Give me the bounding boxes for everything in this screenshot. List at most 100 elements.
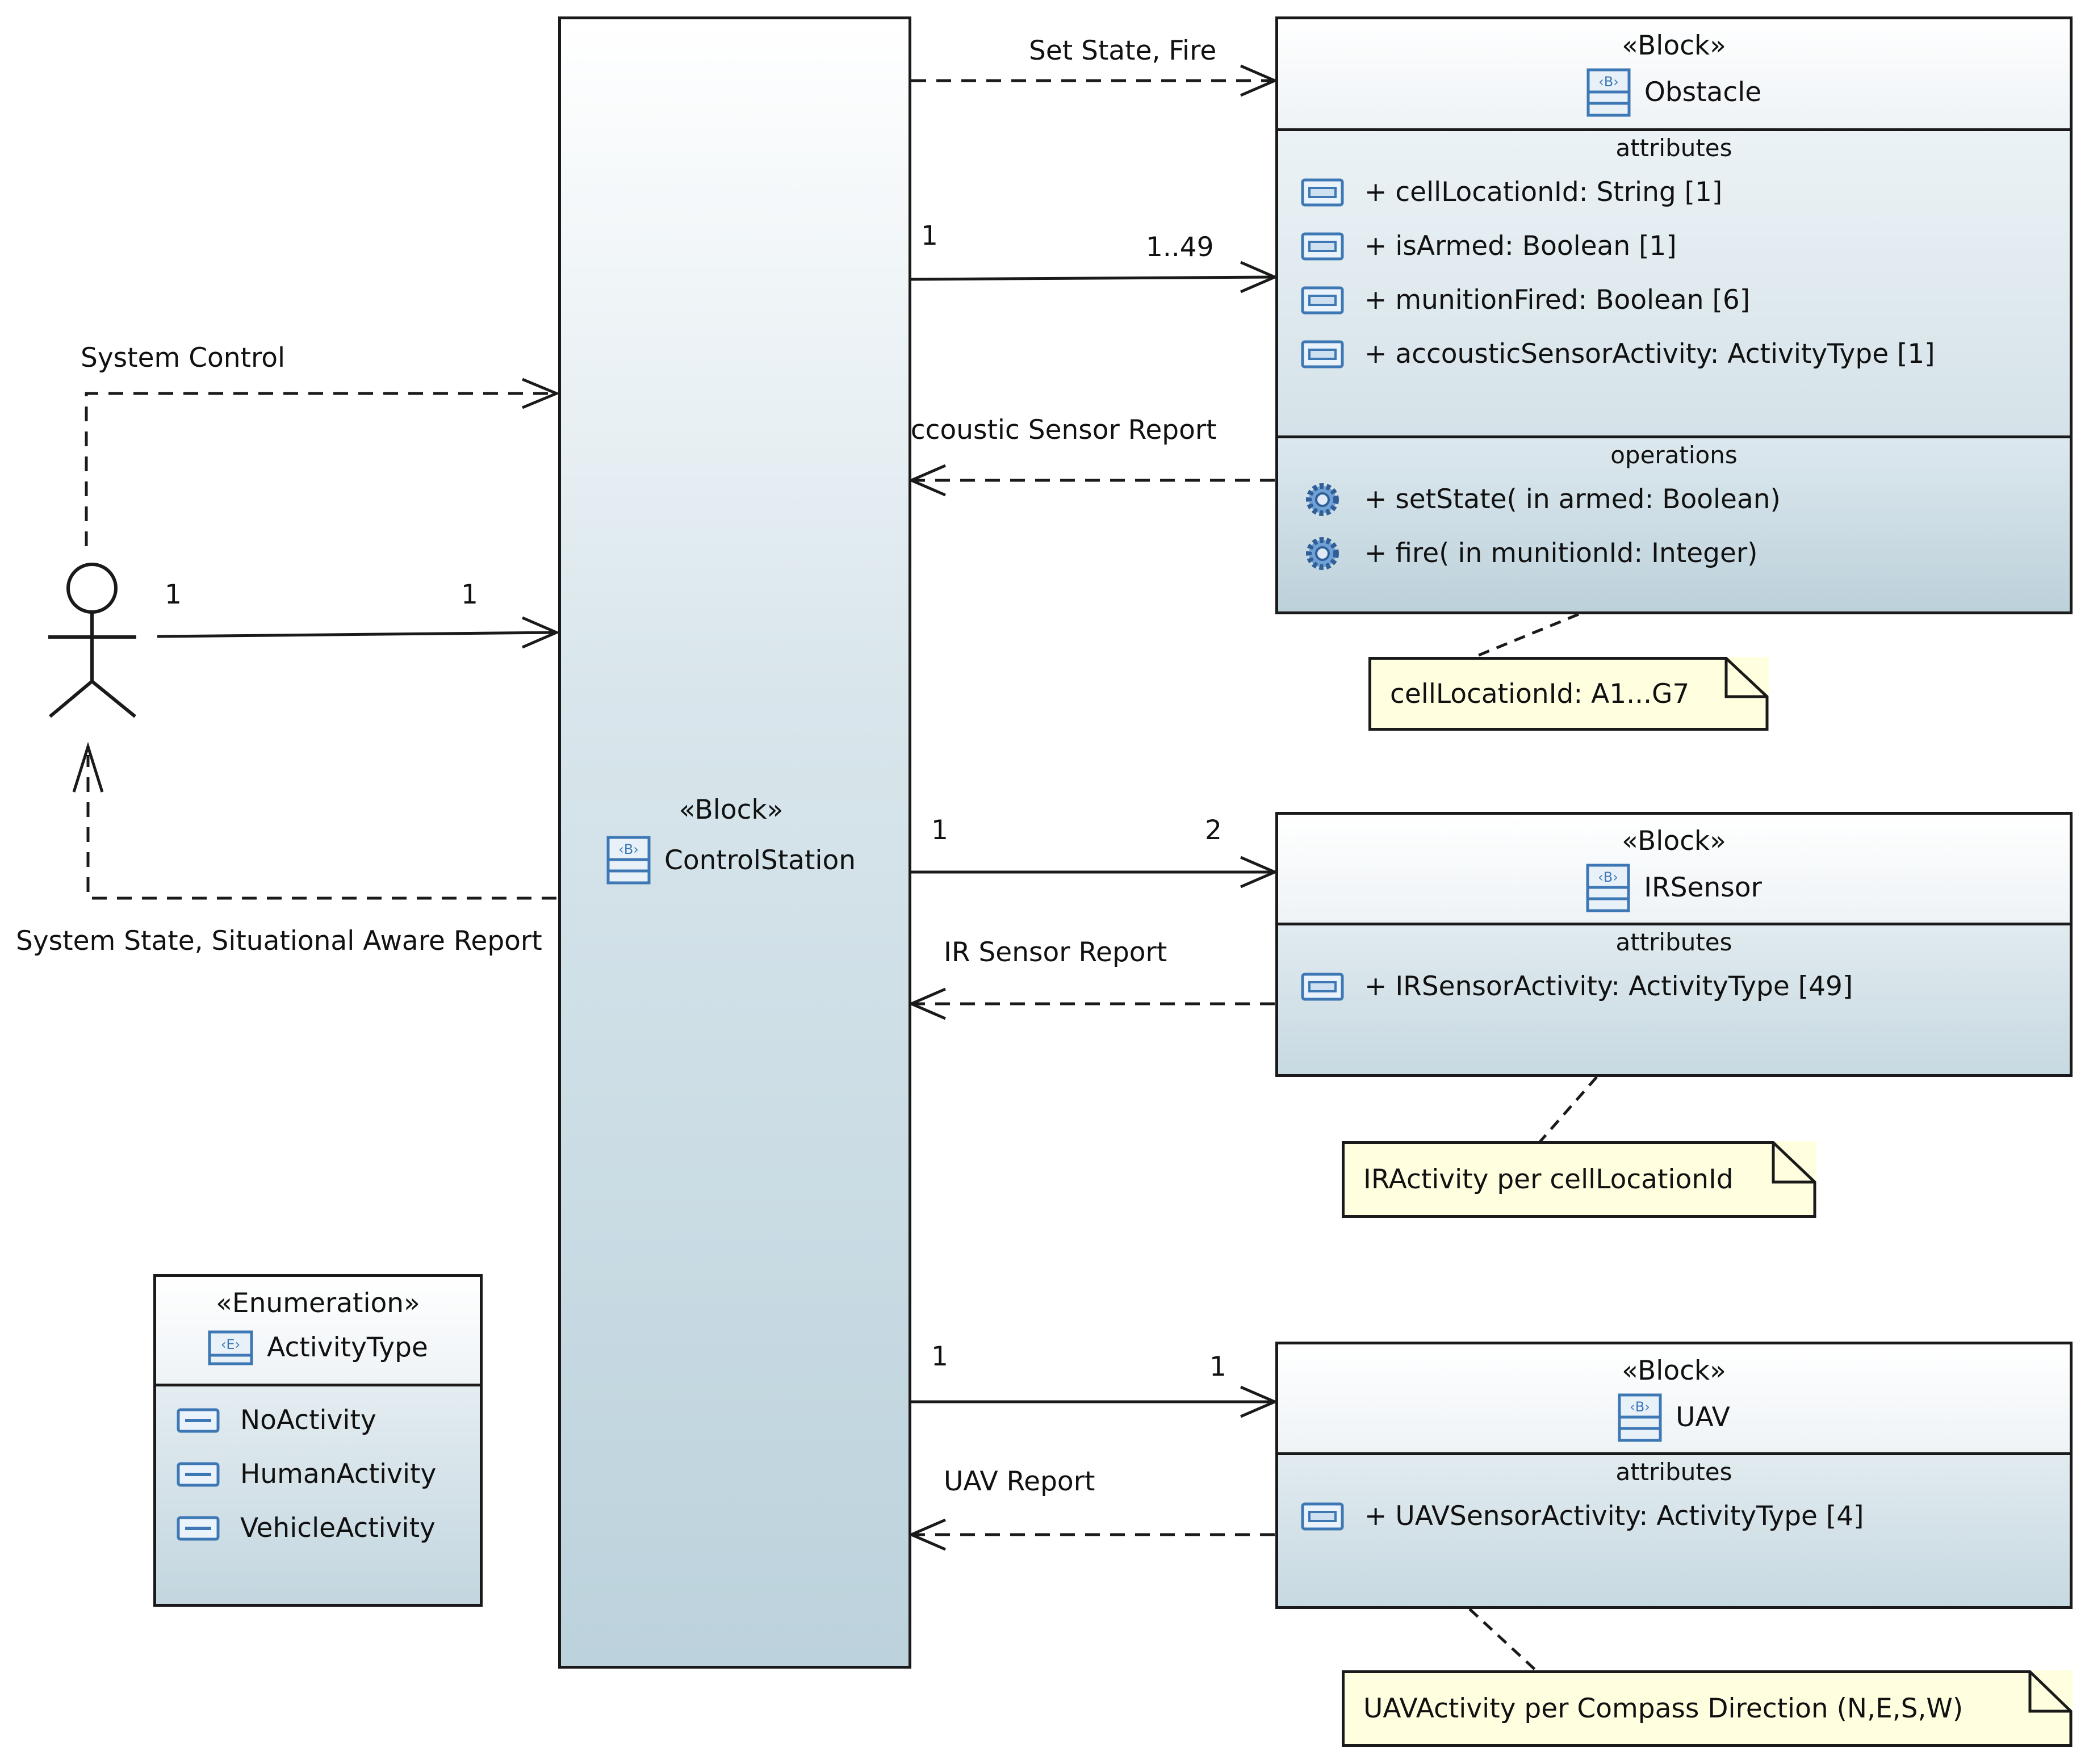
enum-literal-row[interactable]: VehicleActivity: [156, 1501, 480, 1555]
system-state-dependency: [86, 755, 556, 900]
irsensor-block[interactable]: «Block» ‹B› IRSensor attributes + IRSens…: [1275, 812, 2073, 1077]
svg-text:‹E›: ‹E›: [221, 1336, 240, 1352]
operation-text: + setState( in armed: Boolean): [1364, 484, 1781, 515]
obstacle-note-text: cellLocationId: A1...G7: [1390, 678, 1690, 710]
block-icon: ‹B›: [1586, 864, 1630, 912]
set-state-fire-label: Set State, Fire: [1029, 35, 1217, 66]
enum-literal-row[interactable]: NoActivity: [156, 1393, 480, 1447]
svg-text:‹B›: ‹B›: [1598, 869, 1618, 885]
obstacle-header: «Block» ‹B› Obstacle: [1278, 19, 2070, 131]
ir-report-label: IR Sensor Report: [944, 937, 1167, 968]
irsensor-stereotype: «Block»: [1622, 826, 1726, 857]
note-shape: [1368, 657, 1769, 731]
enum-literal-icon: [177, 1408, 220, 1432]
block-icon: ‹B›: [1618, 1393, 1662, 1442]
obstacle-multiplicity-source: 1: [921, 220, 938, 252]
actor-multiplicity-source: 1: [165, 579, 182, 610]
irsensor-association-arrowhead: [1240, 856, 1279, 889]
svg-text:‹B›: ‹B›: [1598, 74, 1619, 90]
block-icon: ‹B›: [606, 836, 651, 885]
actor-multiplicity-target: 1: [461, 579, 478, 610]
activity-type-literals: NoActivity HumanActivity VehicleActivity: [156, 1386, 480, 1555]
uav-block[interactable]: «Block» ‹B› UAV attributes + UAVSensorAc…: [1275, 1342, 2073, 1609]
operation-text: + fire( in munitionId: Integer): [1364, 538, 1758, 569]
system-control-label: System Control: [81, 342, 286, 374]
system-control-dependency: [85, 392, 556, 546]
enum-literal-icon: [177, 1516, 220, 1540]
activity-type-stereotype: «Enumeration»: [216, 1288, 420, 1319]
irsensor-multiplicity-source: 1: [931, 815, 948, 846]
uav-multiplicity-source: 1: [931, 1341, 948, 1372]
obstacle-association-arrowhead: [1240, 261, 1279, 294]
uav-multiplicity-target: 1: [1209, 1351, 1226, 1382]
control-station-block[interactable]: «Block» ‹B› ControlStation: [558, 16, 911, 1669]
uav-report-label: UAV Report: [944, 1466, 1095, 1497]
obstacle-note-anchor: [1471, 613, 1579, 660]
obstacle-note[interactable]: cellLocationId: A1...G7: [1368, 657, 1769, 731]
enum-literal-text: NoActivity: [240, 1405, 376, 1436]
attribute-text: + IRSensorActivity: ActivityType [49]: [1364, 971, 1853, 1002]
attribute-text: + munitionFired: Boolean [6]: [1364, 284, 1751, 316]
operation-row[interactable]: + fire( in munitionId: Integer): [1278, 526, 2070, 580]
obstacle-multiplicity-target: 1..49: [1146, 232, 1214, 263]
svg-text:‹B›: ‹B›: [618, 841, 639, 857]
operation-row[interactable]: + setState( in armed: Boolean): [1278, 472, 2070, 526]
irsensor-multiplicity-target: 2: [1205, 815, 1222, 846]
attributes-title: attributes: [1615, 928, 1732, 956]
attributes-title: attributes: [1615, 1458, 1732, 1486]
activity-type-header: «Enumeration» ‹E› ActivityType: [156, 1277, 480, 1386]
irsensor-header: «Block» ‹B› IRSensor: [1278, 815, 2070, 925]
irsensor-name: IRSensor: [1644, 872, 1762, 903]
enum-literal-icon: [177, 1462, 220, 1486]
attribute-icon: [1301, 286, 1344, 314]
control-station-name: ControlStation: [664, 844, 856, 876]
attribute-icon: [1301, 1502, 1344, 1530]
system-state-arrowhead: [72, 741, 104, 793]
uav-header: «Block» ‹B› UAV: [1278, 1344, 2070, 1455]
uav-note[interactable]: UAVActivity per Compass Direction (N,E,S…: [1342, 1670, 2073, 1747]
enumeration-icon: ‹E›: [208, 1330, 253, 1365]
attribute-row[interactable]: + munitionFired: Boolean [6]: [1278, 273, 2070, 327]
enum-literal-row[interactable]: HumanActivity: [156, 1447, 480, 1501]
svg-text:‹B›: ‹B›: [1630, 1399, 1650, 1415]
attribute-row[interactable]: + UAVSensorActivity: ActivityType [4]: [1278, 1489, 2070, 1543]
actor-association-arrowhead: [522, 616, 560, 649]
activity-type-name: ActivityType: [267, 1332, 428, 1363]
munition-state-arrowhead: [907, 464, 946, 497]
uav-association-arrowhead: [1240, 1385, 1279, 1418]
attribute-row[interactable]: + isArmed: Boolean [1]: [1278, 219, 2070, 273]
system-control-arrowhead: [522, 378, 560, 409]
attribute-icon: [1301, 178, 1344, 206]
activity-type-enumeration[interactable]: «Enumeration» ‹E› ActivityType NoActivit…: [153, 1274, 483, 1607]
set-state-fire-arrowhead: [1240, 64, 1279, 97]
control-station-stereotype: «Block»: [679, 794, 784, 826]
attribute-row[interactable]: + IRSensorActivity: ActivityType [49]: [1278, 959, 2070, 1013]
uav-note-anchor: [1468, 1608, 1538, 1673]
control-station-header: «Block» ‹B› ControlStation: [606, 794, 856, 885]
uav-report-arrowhead: [907, 1518, 946, 1551]
uav-stereotype: «Block»: [1622, 1355, 1726, 1386]
irsensor-note-anchor: [1539, 1076, 1598, 1143]
irsensor-note-text: IRActivity per cellLocationId: [1363, 1164, 1734, 1195]
attribute-text: + cellLocationId: String [1]: [1364, 177, 1723, 208]
gear-icon: [1306, 483, 1339, 516]
attribute-icon: [1301, 232, 1344, 260]
attribute-row[interactable]: + cellLocationId: String [1]: [1278, 165, 2070, 219]
attribute-text: + UAVSensorActivity: ActivityType [4]: [1364, 1501, 1864, 1532]
uav-attributes-compartment: attributes + UAVSensorActivity: Activity…: [1278, 1455, 2070, 1543]
operations-title: operations: [1610, 441, 1738, 469]
irsensor-note[interactable]: IRActivity per cellLocationId: [1342, 1141, 1816, 1218]
uav-name: UAV: [1676, 1402, 1730, 1433]
attribute-text: + accousticSensorActivity: ActivityType …: [1364, 338, 1935, 370]
obstacle-association-line: [911, 275, 1275, 281]
obstacle-name: Obstacle: [1644, 77, 1762, 108]
system-state-label: System State, Situational Aware Report: [16, 925, 542, 957]
attribute-row[interactable]: + accousticSensorActivity: ActivityType …: [1278, 327, 2070, 381]
enum-literal-text: VehicleActivity: [240, 1512, 436, 1544]
gear-icon: [1306, 537, 1339, 570]
note-shape: [1342, 1670, 2073, 1747]
obstacle-block[interactable]: «Block» ‹B› Obstacle attributes + cellLo…: [1275, 16, 2073, 614]
irsensor-attributes-compartment: attributes + IRSensorActivity: ActivityT…: [1278, 925, 2070, 1013]
attribute-icon: [1301, 340, 1344, 368]
actor-association-line: [157, 631, 557, 638]
